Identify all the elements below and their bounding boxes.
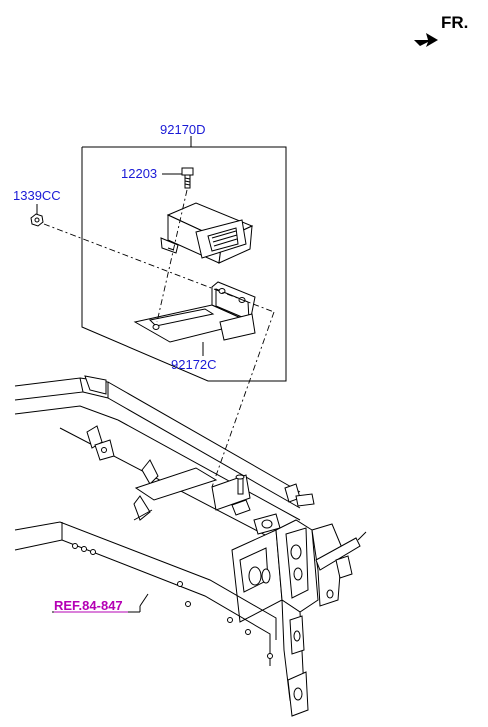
reference-cowl-beam: REF.84-847 (14, 521, 277, 666)
bolt-part: 12203 (121, 166, 194, 189)
arrow-icon (414, 33, 438, 47)
front-direction-indicator: FR. (414, 13, 468, 47)
callout-nut[interactable]: 1339CC (13, 188, 61, 203)
callout-bolt[interactable]: 12203 (121, 166, 157, 181)
nut-part: 1339CC (13, 188, 61, 227)
control-module (160, 202, 254, 264)
front-direction-label: FR. (441, 13, 468, 32)
crossmember-frame (14, 375, 315, 549)
callout-assembly[interactable]: 92170D (160, 122, 206, 137)
callout-reference[interactable]: REF.84-847 (54, 598, 123, 613)
bolt-head (181, 167, 194, 176)
mounting-bracket: 92172C (133, 281, 256, 372)
callout-bracket[interactable]: 92172C (171, 357, 217, 372)
assembly-paths (43, 189, 275, 488)
column-support (231, 519, 367, 717)
assembly-box: 92170D (81, 122, 287, 382)
